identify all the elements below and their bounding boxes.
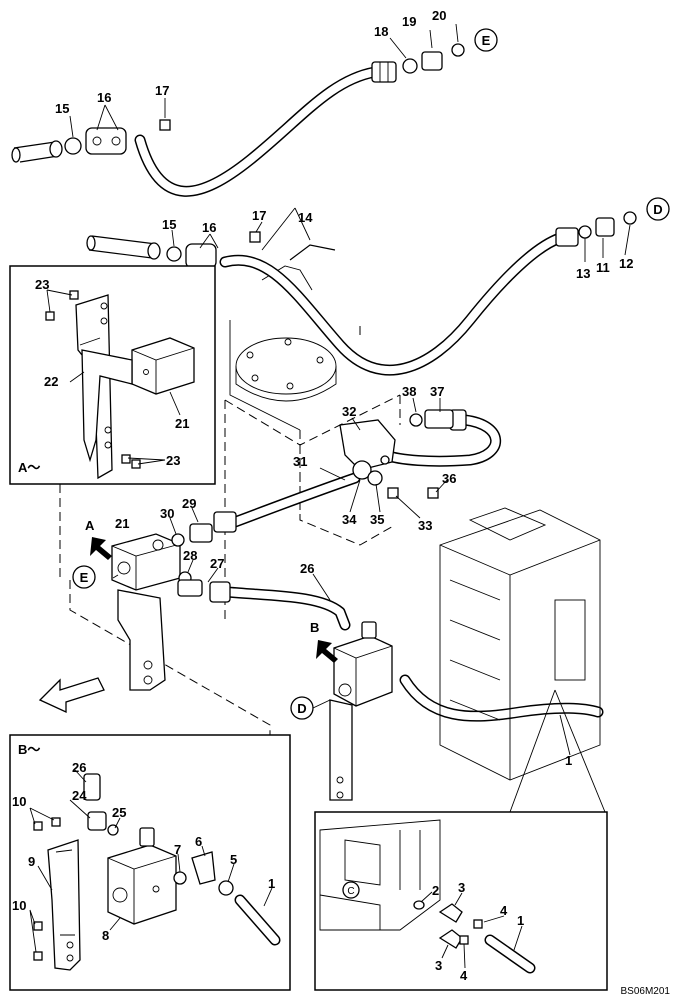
- part-label-37: 37: [430, 384, 444, 399]
- part-label-30: 30: [160, 506, 174, 521]
- detail-b-part-8: 8: [102, 928, 109, 943]
- connection-circle-e-top: E: [474, 28, 498, 52]
- detail-a-part-22: 22: [44, 374, 58, 389]
- block-21-assembly: [111, 523, 213, 691]
- leader-lines: [69, 23, 631, 813]
- detail-b-part-1: 1: [268, 876, 275, 891]
- drawing-code: BS06M201: [621, 986, 671, 997]
- part-label-15-top: 15: [55, 101, 69, 116]
- hose-26: [209, 581, 351, 631]
- detail-c-part-3-bottom: 3: [435, 958, 442, 973]
- part-label-17-mid: 17: [252, 208, 266, 223]
- connection-circle-d-right-label: D: [653, 202, 662, 217]
- bracket-32: [339, 409, 454, 499]
- hose-upper: [134, 61, 397, 197]
- part-label-29: 29: [182, 496, 196, 511]
- direction-arrow: [38, 677, 105, 714]
- hose-31: [213, 472, 361, 533]
- hydraulic-tank: [229, 320, 396, 546]
- part-label-35: 35: [370, 512, 384, 527]
- flange-assembly-lower: [166, 231, 261, 269]
- connection-circle-e-left-label: E: [80, 570, 89, 585]
- detail-view-a: 23 22 21 23 A～: [9, 265, 216, 485]
- detail-c-part-3-top: 3: [458, 880, 465, 895]
- detail-a-title: A～: [18, 460, 40, 475]
- part-label-16-mid: 16: [202, 220, 216, 235]
- connection-circle-e-left: E: [72, 565, 96, 589]
- detail-b-title: B～: [18, 742, 40, 757]
- pipe-stub-lower: [86, 235, 161, 260]
- part-label-36: 36: [442, 471, 456, 486]
- fitting-set-e: [402, 43, 465, 74]
- part-label-26-main: 26: [300, 561, 314, 576]
- detail-a-part-23-top: 23: [35, 277, 49, 292]
- fitting-set-d: [578, 211, 637, 239]
- detail-b-part-10-top: 10: [12, 794, 26, 809]
- view-arrow-b-marker: B: [310, 620, 338, 663]
- part-label-28: 28: [183, 548, 197, 563]
- pipe-stub-upper: [11, 140, 63, 163]
- part-label-21-main: 21: [115, 516, 129, 531]
- part-label-11: 11: [596, 260, 610, 275]
- connection-circle-d-mid: D: [290, 696, 314, 720]
- detail-b-part-10-bottom: 10: [12, 898, 26, 913]
- connection-circle-d-mid-label: D: [297, 701, 306, 716]
- detail-view-c: C 2 3 4 1 3 4: [314, 811, 608, 991]
- view-arrow-a-marker: A: [85, 518, 112, 560]
- part-label-19: 19: [402, 14, 416, 29]
- detail-c-part-4-top: 4: [500, 903, 508, 918]
- detail-c-part-1: 1: [517, 913, 524, 928]
- part-label-20: 20: [432, 8, 446, 23]
- detail-b-part-24: 24: [72, 788, 87, 803]
- detail-b-part-5: 5: [230, 852, 237, 867]
- control-valve: [439, 507, 601, 781]
- connection-circle-d-right: D: [646, 197, 670, 221]
- part-label-17-top: 17: [155, 83, 169, 98]
- part-label-32: 32: [342, 404, 356, 419]
- detail-c-part-2: 2: [432, 883, 439, 898]
- hose-long-d-line: [219, 227, 579, 376]
- hose-1-main: [399, 674, 604, 722]
- detail-c-label: C: [347, 886, 354, 897]
- part-label-18: 18: [374, 24, 388, 39]
- part-label-34: 34: [342, 512, 357, 527]
- detail-a-part-21: 21: [175, 416, 189, 431]
- block-b-assembly: [329, 621, 393, 801]
- part-label-15-mid: 15: [162, 217, 176, 232]
- part-label-12: 12: [619, 256, 633, 271]
- detail-view-b: 26 24 25 10 9 7 6 5 1 8 10 B～: [9, 734, 291, 991]
- detail-b-part-6: 6: [195, 834, 202, 849]
- connection-circle-e-top-label: E: [482, 33, 491, 48]
- detail-b-part-26: 26: [72, 760, 86, 775]
- part-label-13: 13: [576, 266, 590, 281]
- detail-a-part-23-bottom: 23: [166, 453, 180, 468]
- part-label-1-main: 1: [565, 753, 572, 768]
- part-label-16-top: 16: [97, 90, 111, 105]
- part-label-33: 33: [418, 518, 432, 533]
- part-label-14: 14: [298, 210, 313, 225]
- detail-c-part-4-bottom: 4: [460, 968, 468, 983]
- view-arrow-a-label: A: [85, 518, 95, 533]
- view-arrow-b-label: B: [310, 620, 319, 635]
- hose-37-loop: [379, 409, 502, 467]
- detail-b-part-7: 7: [174, 842, 181, 857]
- detail-b-part-25: 25: [112, 805, 126, 820]
- part-label-31: 31: [293, 454, 307, 469]
- part-label-38: 38: [402, 384, 416, 399]
- detail-b-part-9: 9: [28, 854, 35, 869]
- flange-assembly-upper: [64, 119, 171, 155]
- part-label-27: 27: [210, 556, 224, 571]
- main-part-labels: 18 19 20 15 16 17 15 16 17 14 13 11 12 3…: [55, 8, 633, 768]
